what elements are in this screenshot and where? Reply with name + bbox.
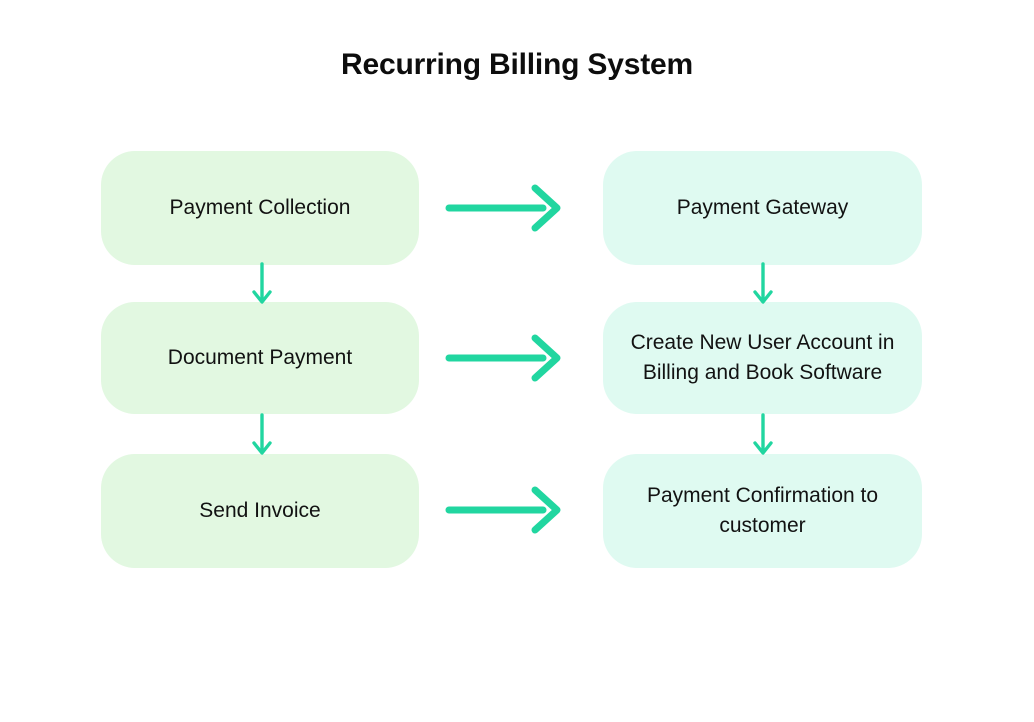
node-payment-confirmation[interactable]: Payment Confirmation to customer <box>603 454 922 568</box>
node-payment-collection[interactable]: Payment Collection <box>101 151 419 265</box>
node-send-invoice[interactable]: Send Invoice <box>101 454 419 568</box>
arrow-right-icon-row2 <box>445 334 561 382</box>
node-label: Document Payment <box>167 346 353 369</box>
node-label: Payment Confirmation to customer <box>646 484 879 537</box>
node-payment-gateway[interactable]: Payment Gateway <box>603 151 922 265</box>
node-label: Payment Gateway <box>676 196 849 219</box>
node-create-new-user-account[interactable]: Create New User Account in Billing and B… <box>603 302 922 414</box>
node-label: Send Invoice <box>199 499 321 522</box>
arrow-right-icon-row1 <box>445 184 561 232</box>
arrow-right-icon-row3 <box>445 486 561 534</box>
node-document-payment[interactable]: Document Payment <box>101 302 419 414</box>
node-label: Payment Collection <box>169 196 351 219</box>
arrow-down-icon-left-2 <box>252 413 272 455</box>
arrow-down-icon-right-2 <box>753 413 773 455</box>
page-title: Recurring Billing System <box>341 48 693 81</box>
node-label: Create New User Account in Billing and B… <box>630 331 895 384</box>
